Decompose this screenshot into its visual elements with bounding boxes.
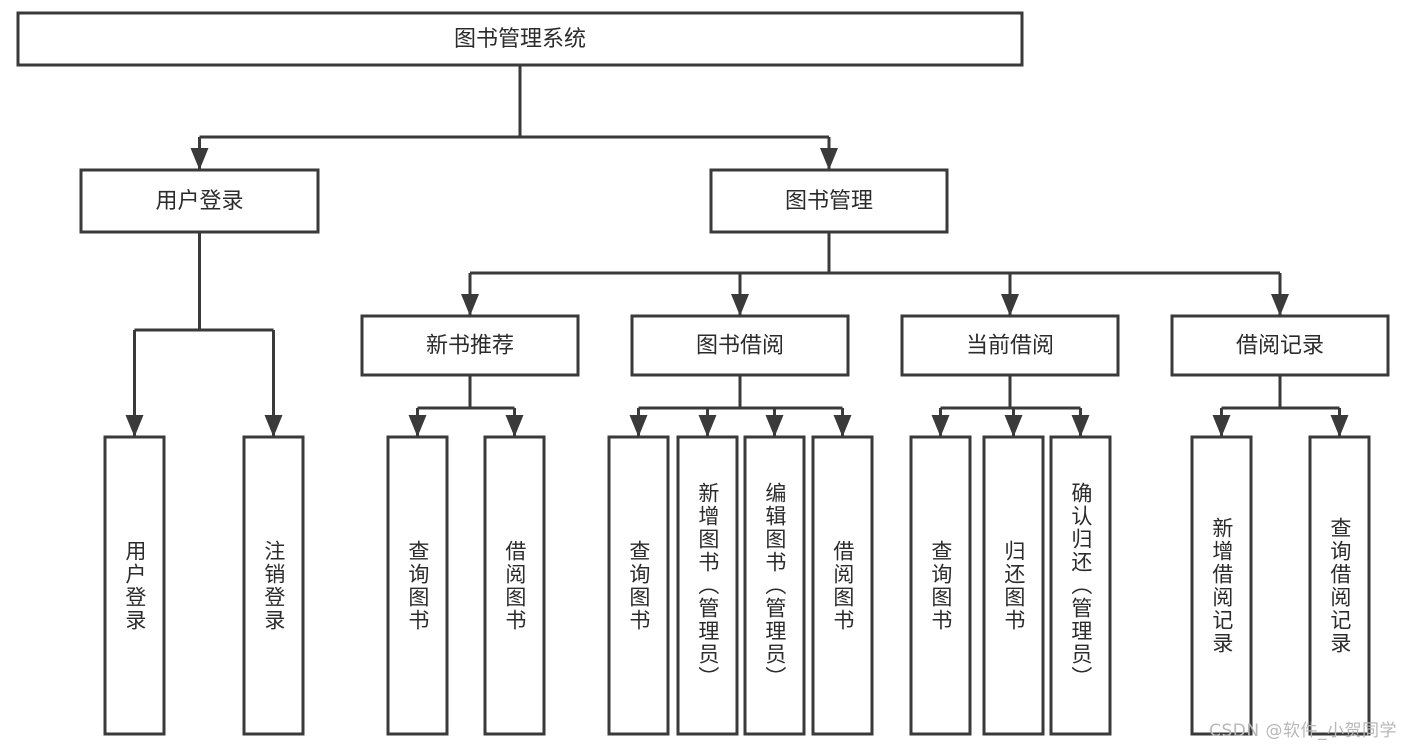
node-borrow-record-box[interactable] bbox=[1170, 314, 1390, 377]
node-current-borrow-box[interactable] bbox=[900, 314, 1120, 377]
watermark-text: CSDN @软件_小贺同学 bbox=[1209, 721, 1397, 741]
arrow-head-icon bbox=[820, 148, 838, 170]
arrow-head-icon bbox=[765, 415, 784, 437]
node-leaf-query-book-3[interactable] bbox=[909, 435, 972, 736]
node-leaf-add-record[interactable] bbox=[1190, 435, 1253, 736]
node-current-borrow[interactable]: 当前借阅 bbox=[900, 314, 1120, 377]
node-leaf-query-book-2-box[interactable] bbox=[607, 435, 670, 736]
arrow-head-icon bbox=[264, 415, 283, 437]
arrow-head-icon bbox=[1071, 415, 1090, 437]
node-user-login-label: 用户登录 bbox=[155, 189, 243, 214]
arrow-head-icon bbox=[125, 415, 144, 437]
node-leaf-borrow-book-2[interactable] bbox=[811, 435, 874, 736]
node-leaf-user-logout-box[interactable] bbox=[242, 435, 305, 736]
node-book-borrow-box[interactable] bbox=[630, 314, 850, 377]
node-new-book-rec[interactable]: 新书推荐 bbox=[360, 314, 580, 377]
arrow-head-icon bbox=[461, 294, 479, 316]
node-root-box[interactable] bbox=[16, 11, 1024, 67]
node-leaf-confirm-return-box[interactable] bbox=[1049, 435, 1112, 736]
node-user-login[interactable]: 用户登录 bbox=[79, 168, 320, 234]
node-borrow-record[interactable]: 借阅记录 bbox=[1170, 314, 1390, 377]
arrow-head-icon bbox=[1001, 294, 1019, 316]
arrow-head-icon bbox=[408, 415, 427, 437]
node-borrow-record-label: 借阅记录 bbox=[1236, 334, 1324, 359]
arrow-head-icon bbox=[190, 148, 209, 170]
node-book-manage-box[interactable] bbox=[709, 168, 949, 234]
node-leaf-borrow-book-2-box[interactable] bbox=[811, 435, 874, 736]
arrow-head-icon bbox=[731, 294, 749, 316]
node-leaf-return-book[interactable] bbox=[982, 435, 1045, 736]
arrow-head-icon bbox=[1271, 294, 1289, 316]
node-root-label: 图书管理系统 bbox=[454, 27, 586, 52]
node-current-borrow-label: 当前借阅 bbox=[966, 334, 1054, 359]
node-leaf-add-book-box[interactable] bbox=[676, 435, 739, 736]
node-leaf-user-login-box[interactable] bbox=[103, 435, 166, 736]
arrow-head-icon bbox=[1212, 415, 1231, 437]
node-new-book-rec-label: 新书推荐 bbox=[426, 334, 514, 359]
node-book-borrow-label: 图书借阅 bbox=[696, 334, 784, 359]
node-leaf-query-book-2[interactable] bbox=[607, 435, 670, 736]
node-user-login-box[interactable] bbox=[79, 168, 320, 234]
node-root[interactable]: 图书管理系统 bbox=[16, 11, 1024, 67]
node-leaf-confirm-return[interactable] bbox=[1049, 435, 1112, 736]
node-leaf-query-book-1-box[interactable] bbox=[386, 435, 449, 736]
node-leaf-query-record-box[interactable] bbox=[1308, 435, 1371, 736]
node-leaf-borrow-book-1-box[interactable] bbox=[483, 435, 546, 736]
node-leaf-edit-book[interactable] bbox=[743, 435, 806, 736]
arrow-head-icon bbox=[698, 415, 717, 437]
arrow-head-icon bbox=[1330, 415, 1349, 437]
arrow-head-icon bbox=[629, 415, 648, 437]
node-leaf-user-login[interactable] bbox=[103, 435, 166, 736]
node-leaf-user-logout[interactable] bbox=[242, 435, 305, 736]
node-leaf-query-book-1[interactable] bbox=[386, 435, 449, 736]
node-leaf-query-book-3-box[interactable] bbox=[909, 435, 972, 736]
node-leaf-add-book[interactable] bbox=[676, 435, 739, 736]
arrow-head-icon bbox=[505, 415, 524, 437]
arrow-head-icon bbox=[833, 415, 852, 437]
arrow-head-icon bbox=[931, 415, 950, 437]
node-book-manage-label: 图书管理 bbox=[785, 189, 873, 214]
node-book-borrow[interactable]: 图书借阅 bbox=[630, 314, 850, 377]
node-leaf-query-record[interactable] bbox=[1308, 435, 1371, 736]
node-leaf-borrow-book-1[interactable] bbox=[483, 435, 546, 736]
node-leaf-edit-book-box[interactable] bbox=[743, 435, 806, 736]
node-leaf-return-book-box[interactable] bbox=[982, 435, 1045, 736]
node-book-manage[interactable]: 图书管理 bbox=[709, 168, 949, 234]
arrow-head-icon bbox=[1004, 415, 1023, 437]
node-new-book-rec-box[interactable] bbox=[360, 314, 580, 377]
node-leaf-add-record-box[interactable] bbox=[1190, 435, 1253, 736]
connector-layer bbox=[125, 65, 1349, 437]
